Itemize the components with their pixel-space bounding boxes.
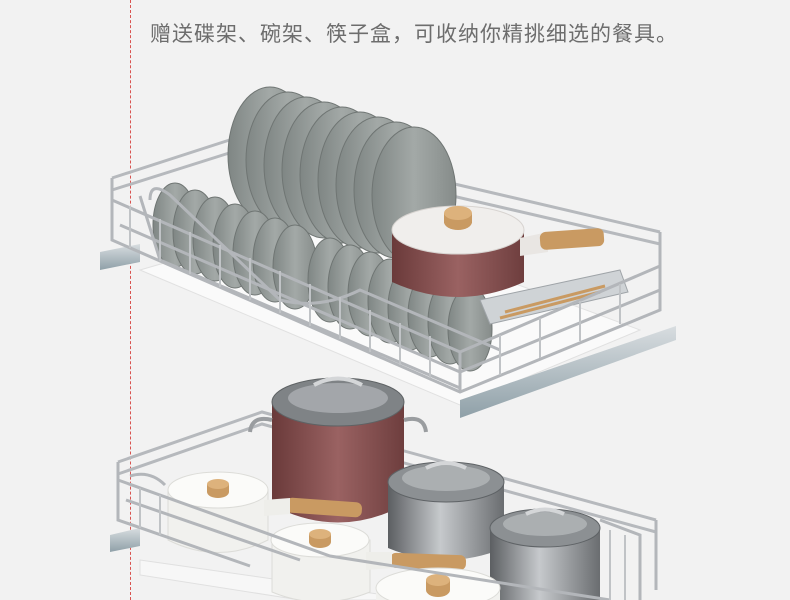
- bottom-left-rail: [110, 528, 140, 552]
- steel-pot-right: [489, 507, 601, 600]
- basket-front-bars: [129, 206, 621, 378]
- red-stock-pot: [248, 376, 428, 523]
- caption-text: 赠送碟架、碗架、筷子盒，可收纳你精挑细选的餐具。: [150, 22, 678, 46]
- white-saucepan-middle: [270, 522, 467, 600]
- bottom-front-frame: [116, 462, 658, 600]
- bottom-front-bars: [139, 488, 626, 600]
- white-saucepan-bottom: [375, 567, 501, 600]
- left-slide-rail: [100, 244, 140, 270]
- cutlery-box: [479, 269, 629, 325]
- steel-pot-middle: [387, 461, 505, 560]
- top-basket: [100, 86, 676, 418]
- dashed-guide-line: [130, 0, 131, 600]
- right-slide-rail: [460, 326, 676, 418]
- bottom-basket: [110, 376, 658, 600]
- enamel-saucepan: [391, 205, 605, 297]
- bottom-back-frame: [117, 410, 657, 534]
